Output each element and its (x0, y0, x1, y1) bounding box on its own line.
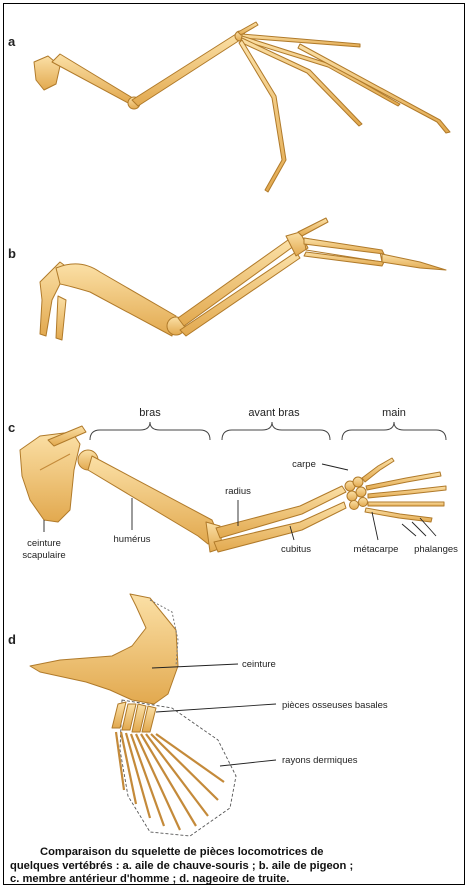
caption-line-3: c. membre antérieur d'homme ; d. nageoir… (10, 873, 460, 887)
region-arm-label: bras (139, 407, 161, 419)
panel-d: d (8, 594, 388, 836)
figure-caption: Comparaison du squelette de pièces locom… (10, 846, 460, 887)
label-radius: radius (225, 486, 251, 497)
label-carpus: carpe (292, 459, 316, 470)
human-carpus (345, 477, 368, 510)
trout-fin-skeleton (30, 594, 224, 830)
human-finger-4 (368, 502, 444, 506)
fin-basal-bones (112, 702, 156, 732)
label-metacarpus: métacarpe (354, 544, 399, 555)
label-fin-girdle: ceinture (242, 659, 276, 670)
bracket-forearm (222, 422, 330, 440)
caption-line-2: quelques vertébrés : a. aile de chauve-s… (10, 860, 460, 874)
bat-finger-3 (241, 36, 400, 106)
region-forearm-label: avant bras (248, 407, 300, 419)
bat-humerus (52, 54, 136, 104)
panel-b-letter: b (8, 246, 16, 261)
label-basal-bones: pièces osseuses basales (282, 700, 388, 711)
label-humerus: humérus (114, 534, 151, 545)
bat-finger-4 (240, 38, 362, 126)
pigeon-humerus (56, 264, 176, 336)
human-humerus (88, 456, 218, 544)
region-hand-label: main (382, 407, 406, 419)
bat-forearm (132, 34, 240, 106)
label-girdle-line2: scapulaire (22, 550, 65, 561)
panel-d-letter: d (8, 632, 16, 647)
bat-finger-long (298, 44, 450, 133)
bat-thumb (238, 22, 258, 35)
label-phalanges: phalanges (414, 544, 458, 555)
pigeon-alula (298, 218, 328, 236)
pigeon-wing-skeleton (40, 218, 446, 340)
human-finger-2 (366, 472, 441, 490)
fin-girdle (30, 594, 178, 704)
label-girdle: ceinture (27, 538, 61, 549)
human-scapula (20, 432, 80, 522)
bat-wing-skeleton (34, 22, 450, 192)
bracket-hand (342, 422, 446, 440)
caption-line-1: Comparaison du squelette de pièces locom… (10, 846, 460, 860)
pigeon-metacarpus-lower (304, 252, 384, 266)
panel-c-letter: c (8, 420, 15, 435)
pigeon-ulna (180, 252, 300, 336)
fin-dermal-rays (116, 732, 224, 830)
pigeon-digit (382, 254, 446, 270)
bat-finger-5 (239, 40, 286, 192)
pigeon-scapula (56, 296, 66, 340)
label-dermal-rays: rayons dermiques (282, 755, 358, 766)
panel-b: b (8, 218, 446, 340)
panel-c: c bras avant bras main (8, 407, 458, 561)
label-ulna: cubitus (281, 544, 311, 555)
bracket-arm (90, 422, 210, 440)
pigeon-radius (178, 240, 294, 326)
panel-a-letter: a (8, 34, 16, 49)
region-brackets (90, 422, 446, 440)
panel-a: a (8, 22, 450, 192)
human-thumb (362, 458, 394, 482)
